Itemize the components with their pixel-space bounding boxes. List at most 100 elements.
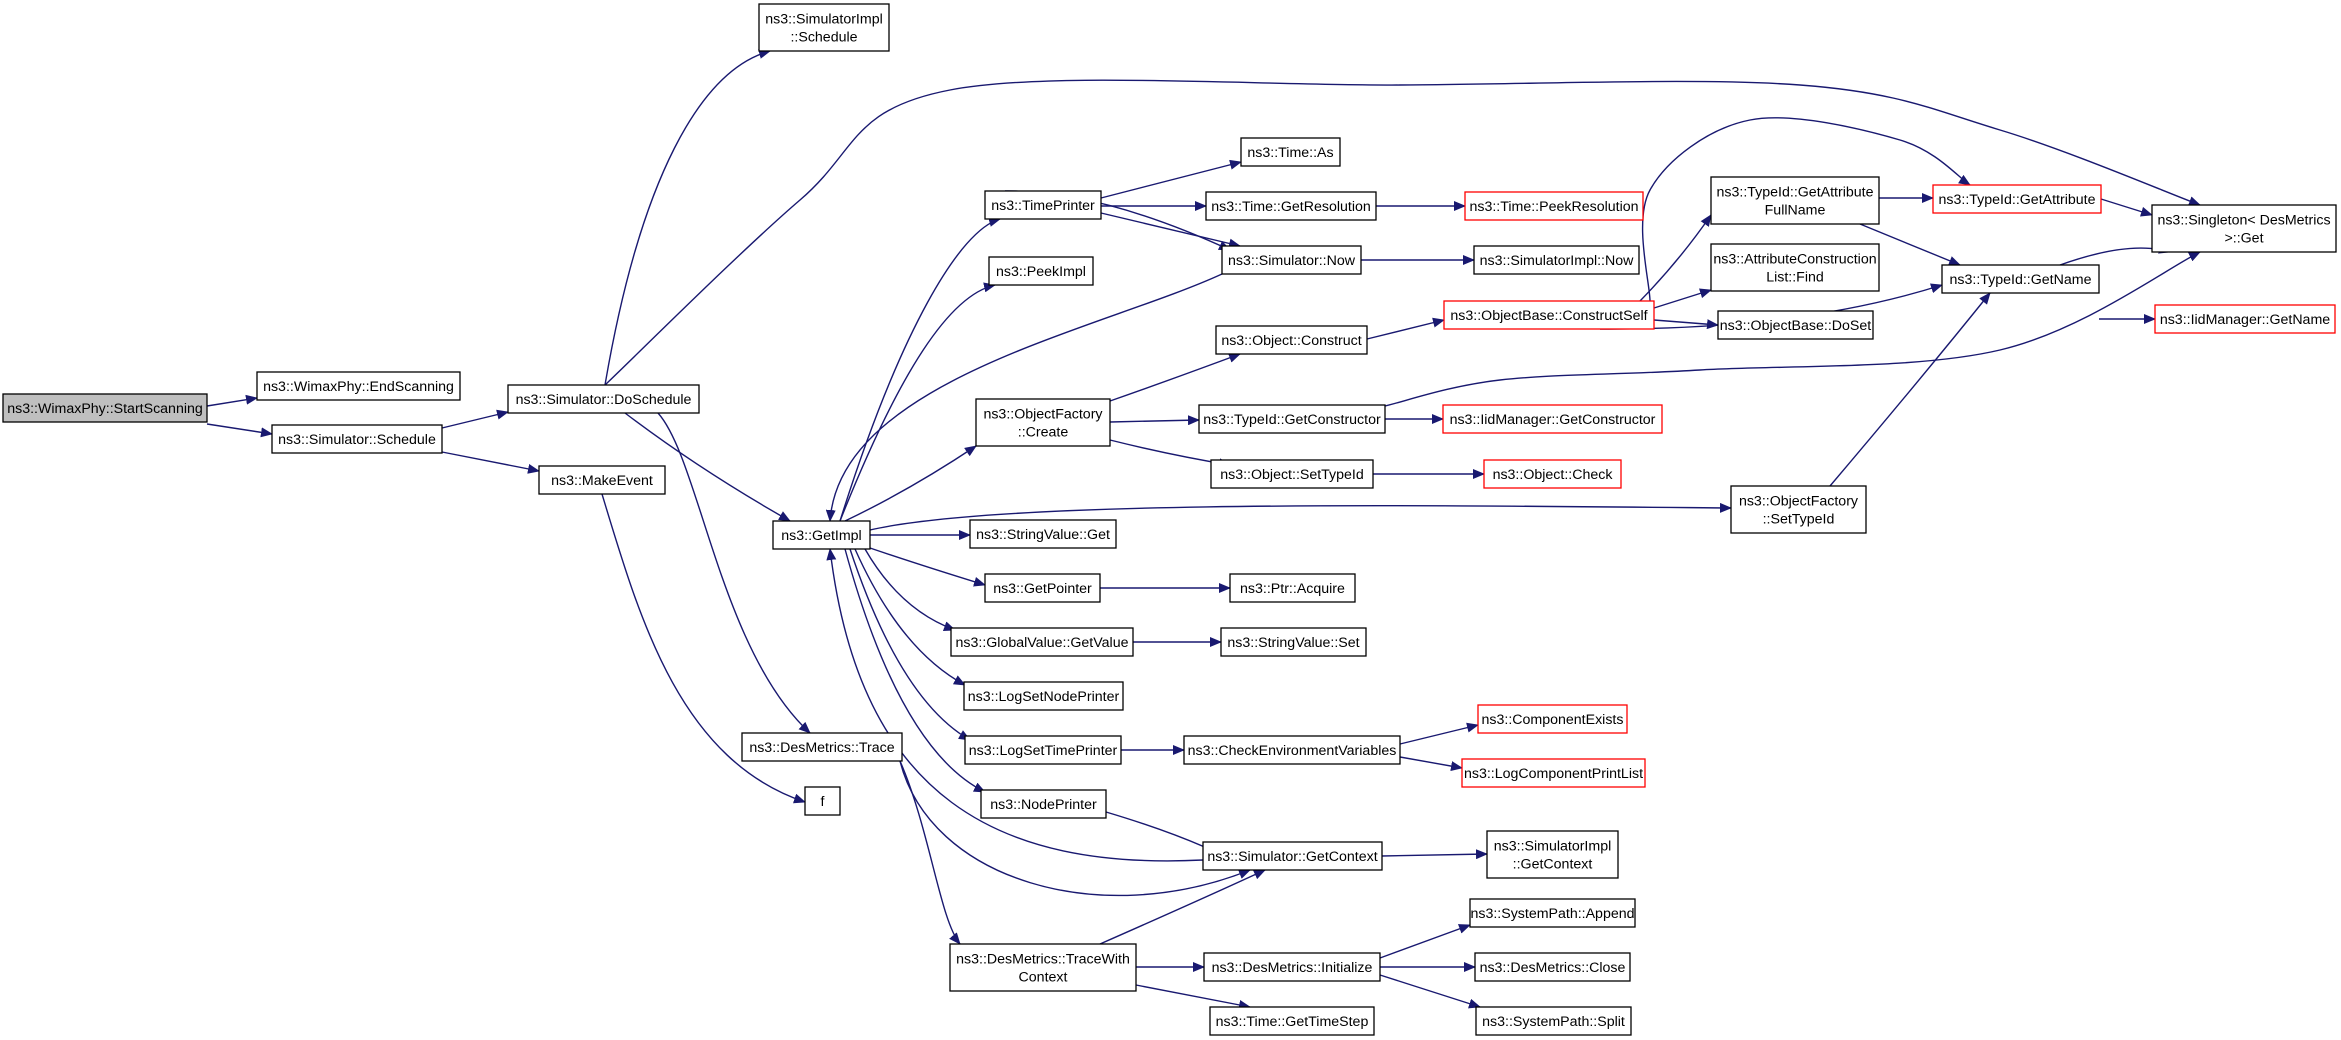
node-label: ns3::LogSetNodePrinter bbox=[968, 689, 1120, 705]
node-ptracquire[interactable]: ns3::Ptr::Acquire bbox=[1229, 573, 1356, 603]
node-box bbox=[964, 735, 1122, 765]
node-nodeprinter[interactable]: ns3::NodePrinter bbox=[980, 789, 1107, 819]
edge-objfactsettype-typeidgetname bbox=[1829, 292, 1991, 487]
node-timeprinter[interactable]: ns3::TimePrinter bbox=[984, 190, 1102, 220]
node-getpointer[interactable]: ns3::GetPointer bbox=[984, 573, 1101, 603]
node-label: ns3::ObjectFactory bbox=[1739, 494, 1859, 510]
node-objconstruct[interactable]: ns3::Object::Construct bbox=[1215, 325, 1368, 355]
node-implgetctx[interactable]: ns3::SimulatorImpl::GetContext bbox=[1486, 830, 1619, 879]
node-timegetres[interactable]: ns3::Time::GetResolution bbox=[1205, 191, 1377, 221]
edge-checkenv-logcomplist bbox=[1399, 756, 1463, 772]
node-schedule[interactable]: ns3::Simulator::Schedule bbox=[271, 424, 443, 454]
node-label: ::Schedule bbox=[790, 30, 857, 46]
node-makeevent[interactable]: ns3::MakeEvent bbox=[538, 465, 666, 495]
node-label: ::SetTypeId bbox=[1763, 512, 1835, 528]
node-f[interactable]: f bbox=[804, 786, 841, 816]
node-syssplit[interactable]: ns3::SystemPath::Split bbox=[1475, 1006, 1632, 1036]
node-label: ns3::SystemPath::Append bbox=[1470, 906, 1634, 922]
node-label: ns3::Object::SetTypeId bbox=[1220, 467, 1364, 483]
node-label: ns3::Time::GetResolution bbox=[1211, 199, 1371, 215]
node-box bbox=[1710, 176, 1880, 225]
edge-desinit-syssplit bbox=[1379, 974, 1481, 1009]
node-box bbox=[1477, 704, 1628, 734]
node-box bbox=[1202, 841, 1383, 871]
node-objcheck[interactable]: ns3::Object::Check bbox=[1483, 459, 1622, 489]
node-objsettypeid[interactable]: ns3::Object::SetTypeId bbox=[1210, 459, 1374, 489]
node-simnow[interactable]: ns3::Simulator::Now bbox=[1221, 245, 1362, 275]
edge-timeprinter-simnow bbox=[1100, 212, 1241, 249]
node-desclose[interactable]: ns3::DesMetrics::Close bbox=[1474, 952, 1631, 982]
node-label: ns3::Simulator::Schedule bbox=[278, 432, 436, 448]
node-label: ns3::GlobalValue::GetValue bbox=[956, 635, 1129, 651]
node-box bbox=[1932, 184, 2102, 214]
node-logtime[interactable]: ns3::LogSetTimePrinter bbox=[964, 735, 1122, 765]
node-iidgetname[interactable]: ns3::IidManager::GetName bbox=[2154, 304, 2336, 334]
node-strvalget[interactable]: ns3::StringValue::Get bbox=[969, 519, 1117, 549]
node-implnow[interactable]: ns3::SimulatorImpl::Now bbox=[1473, 245, 1640, 275]
node-label: ns3::TypeId::GetAttribute bbox=[1717, 185, 1874, 201]
node-box bbox=[1443, 300, 1655, 330]
node-constructself[interactable]: ns3::ObjectBase::ConstructSelf bbox=[1443, 300, 1655, 330]
node-getimpl[interactable]: ns3::GetImpl bbox=[772, 520, 871, 550]
edge-constructself-attrconstfind bbox=[1653, 288, 1712, 309]
node-checkenv[interactable]: ns3::CheckEnvironmentVariables bbox=[1183, 735, 1401, 765]
node-doschedule[interactable]: ns3::Simulator::DoSchedule bbox=[507, 384, 700, 414]
node-box bbox=[1464, 191, 1644, 221]
node-objbasedoset[interactable]: ns3::ObjectBase::DoSet bbox=[1717, 310, 1874, 340]
node-peekres[interactable]: ns3::Time::PeekResolution bbox=[1464, 191, 1644, 221]
node-start[interactable]: ns3::WimaxPhy::StartScanning bbox=[2, 393, 208, 423]
node-objfactcreate[interactable]: ns3::ObjectFactory::Create bbox=[975, 398, 1111, 447]
node-label: ns3::Object::Construct bbox=[1221, 333, 1361, 349]
node-label: ns3::SimulatorImpl::Now bbox=[1480, 253, 1635, 269]
node-box bbox=[980, 789, 1107, 819]
node-objfactsettype[interactable]: ns3::ObjectFactory::SetTypeId bbox=[1730, 485, 1867, 534]
node-box bbox=[1717, 310, 1874, 340]
node-label: ns3::LogSetTimePrinter bbox=[969, 743, 1118, 759]
node-typeidgetctor[interactable]: ns3::TypeId::GetConstructor bbox=[1198, 404, 1386, 434]
node-timeas[interactable]: ns3::Time::As bbox=[1240, 137, 1341, 167]
edge-makeevent-f bbox=[601, 493, 806, 804]
node-box bbox=[2, 393, 208, 423]
edge-checkenv-compexists bbox=[1399, 722, 1479, 745]
node-iidgetctor[interactable]: ns3::IidManager::GetConstructor bbox=[1442, 404, 1663, 434]
edge-getimpl-getpointer bbox=[869, 547, 986, 587]
node-box bbox=[1442, 404, 1663, 434]
node-box bbox=[1240, 137, 1341, 167]
node-box bbox=[1730, 485, 1867, 534]
node-typeidgetattr[interactable]: ns3::TypeId::GetAttribute bbox=[1932, 184, 2102, 214]
node-label: ns3::DesMetrics::Initialize bbox=[1212, 960, 1373, 976]
node-box bbox=[2151, 204, 2337, 253]
edge-objconstruct-constructself bbox=[1366, 317, 1445, 340]
node-label: ns3::Time::As bbox=[1247, 145, 1333, 161]
edge-simnow-getimpl bbox=[825, 273, 1223, 522]
node-globalget[interactable]: ns3::GlobalValue::GetValue bbox=[950, 627, 1134, 657]
edge-desinit-sysappend bbox=[1379, 924, 1471, 959]
edge-getimpl-timeprinter bbox=[839, 217, 1001, 522]
node-strvalset[interactable]: ns3::StringValue::Set bbox=[1220, 627, 1367, 657]
node-timestep[interactable]: ns3::Time::GetTimeStep bbox=[1209, 1006, 1375, 1036]
edge-getimpl-objfactsettype bbox=[869, 502, 1732, 531]
node-label: ns3::WimaxPhy::StartScanning bbox=[7, 401, 203, 417]
node-logcomplist[interactable]: ns3::LogComponentPrintList bbox=[1461, 758, 1646, 788]
node-endscan[interactable]: ns3::WimaxPhy::EndScanning bbox=[256, 371, 461, 401]
node-desinit[interactable]: ns3::DesMetrics::Initialize bbox=[1203, 952, 1381, 982]
node-simgetctx[interactable]: ns3::Simulator::GetContext bbox=[1202, 841, 1383, 871]
node-box bbox=[984, 190, 1102, 220]
node-sysappend[interactable]: ns3::SystemPath::Append bbox=[1469, 898, 1636, 928]
node-compexists[interactable]: ns3::ComponentExists bbox=[1477, 704, 1628, 734]
node-implschedule[interactable]: ns3::SimulatorImpl::Schedule bbox=[758, 3, 890, 52]
edge-getimpl-peekimpl bbox=[839, 282, 996, 522]
node-box bbox=[271, 424, 443, 454]
node-lognode[interactable]: ns3::LogSetNodePrinter bbox=[963, 681, 1124, 711]
node-typeidgetname[interactable]: ns3::TypeId::GetName bbox=[1941, 264, 2100, 294]
node-label: ns3::ObjectBase::DoSet bbox=[1720, 318, 1871, 334]
node-trace[interactable]: ns3::DesMetrics::Trace bbox=[741, 732, 903, 762]
node-peekimpl[interactable]: ns3::PeekImpl bbox=[988, 256, 1094, 286]
edge-getattrfull-typeidgetname bbox=[1859, 223, 1961, 266]
node-box bbox=[1215, 325, 1368, 355]
node-singleton[interactable]: ns3::Singleton< DesMetrics >::Get bbox=[2151, 204, 2337, 253]
node-label: ns3::DesMetrics::TraceWith bbox=[956, 952, 1130, 968]
